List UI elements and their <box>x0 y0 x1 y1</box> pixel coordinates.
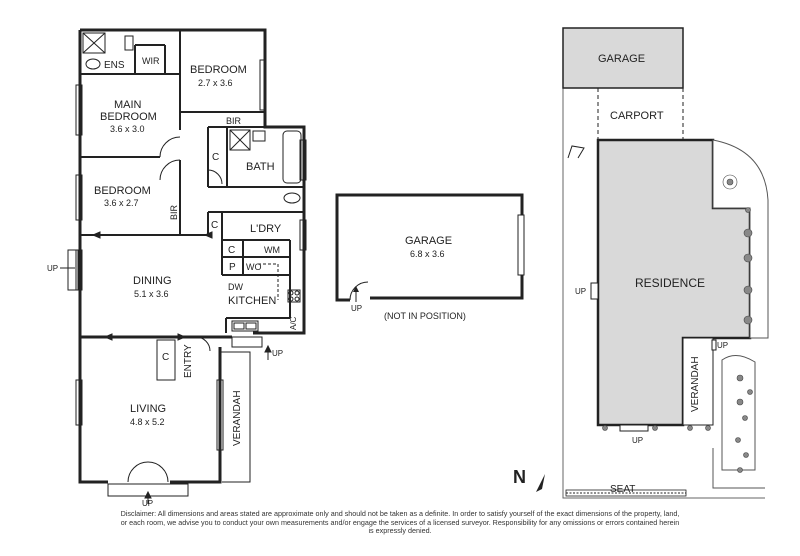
bedroom-mid-size: 3.6 x 2.7 <box>104 198 139 208</box>
garage-size: 6.8 x 3.6 <box>410 249 445 259</box>
interior-walls <box>80 30 304 333</box>
door-swings <box>127 136 223 483</box>
dining-size: 5.1 x 3.6 <box>134 289 169 299</box>
house-labels: ENS WIR BEDROOM 2.7 x 3.6 MAIN BEDROOM 3… <box>47 56 298 508</box>
main-bedroom-size: 3.6 x 3.0 <box>110 124 145 134</box>
site-up-west-label: UP <box>575 287 586 296</box>
site-step-west <box>590 282 599 300</box>
living-label: LIVING <box>130 403 166 415</box>
kitchen-label: KITCHEN <box>228 295 276 307</box>
garden-edge <box>712 448 765 489</box>
bedroom-top-size: 2.7 x 3.6 <box>198 78 233 88</box>
main-bedroom-label-2: BEDROOM <box>100 111 157 123</box>
bir-side-label: BIR <box>169 204 179 220</box>
garage-plan: GARAGE 6.8 x 3.6 UP (NOT IN POSITION) <box>335 193 525 321</box>
verandah-label: VERANDAH <box>232 390 243 446</box>
site-plan: GARAGE CARPORT RESIDENCE VERANDAH <box>513 27 769 499</box>
site-garage-label: GARAGE <box>598 53 645 65</box>
garage-up-label: UP <box>351 304 362 313</box>
bedroom-top-label: BEDROOM <box>190 64 247 76</box>
c-living-label: C <box>162 352 169 363</box>
ens-label: ENS <box>104 60 125 71</box>
bath-label: BATH <box>246 161 275 173</box>
living-size: 4.8 x 5.2 <box>130 417 165 427</box>
entry-label: ENTRY <box>183 344 194 378</box>
disclaimer-text: Disclaimer: All dimensions and areas sta… <box>120 509 680 536</box>
dw-label: DW <box>228 282 243 292</box>
p-label: P <box>229 262 236 273</box>
site-garage <box>562 27 684 89</box>
wir-label: WIR <box>142 56 160 66</box>
north-label: N <box>513 467 526 487</box>
up-entry-label: UP <box>272 349 283 358</box>
dining-label: DINING <box>133 275 172 287</box>
c-kitchen-label: C <box>228 245 235 256</box>
site-verandah-label: VERANDAH <box>690 356 701 412</box>
site-verandah <box>682 337 714 426</box>
kitchen-fixtures <box>231 263 301 332</box>
main-bedroom-label-1: MAIN <box>114 99 142 111</box>
bathroom-fixtures <box>229 129 302 204</box>
site-seat-label: SEAT <box>610 484 635 495</box>
wm-label: WM <box>264 245 280 255</box>
up-west-label: UP <box>47 264 58 273</box>
flow-arrows <box>60 231 272 504</box>
c-bath-label: C <box>212 152 219 163</box>
ldry-label: L'DRY <box>250 223 282 235</box>
bir-top-label: BIR <box>226 116 242 126</box>
site-up-verandah-label: UP <box>717 341 728 350</box>
site-carport-label: CARPORT <box>610 110 664 122</box>
bedroom-mid-label: BEDROOM <box>94 185 151 197</box>
verandah-outline <box>220 351 251 483</box>
house-floor-plan <box>60 28 307 504</box>
up-bottom-label: UP <box>142 499 153 508</box>
site-step-verandah <box>711 339 717 351</box>
garage-door <box>517 214 525 276</box>
living-cupboard <box>156 339 176 381</box>
ac-label: A/C <box>289 316 298 330</box>
site-up-front-label: UP <box>632 436 643 445</box>
windows <box>75 59 307 451</box>
garage-note: (NOT IN POSITION) <box>384 311 466 321</box>
site-residence-label: RESIDENCE <box>635 276 705 290</box>
wo-label: WO <box>246 262 262 272</box>
site-carport <box>597 88 684 140</box>
site-boundary <box>562 28 765 499</box>
driveway-marker <box>567 145 585 159</box>
garden-bed-south <box>721 355 756 471</box>
north-arrow-icon <box>536 474 545 492</box>
ensuite-fixtures <box>82 32 134 70</box>
garage-title: GARAGE <box>405 235 452 247</box>
site-step-front <box>619 424 649 432</box>
c-ldry-label: C <box>211 220 218 231</box>
garden-shrubs <box>602 174 753 473</box>
